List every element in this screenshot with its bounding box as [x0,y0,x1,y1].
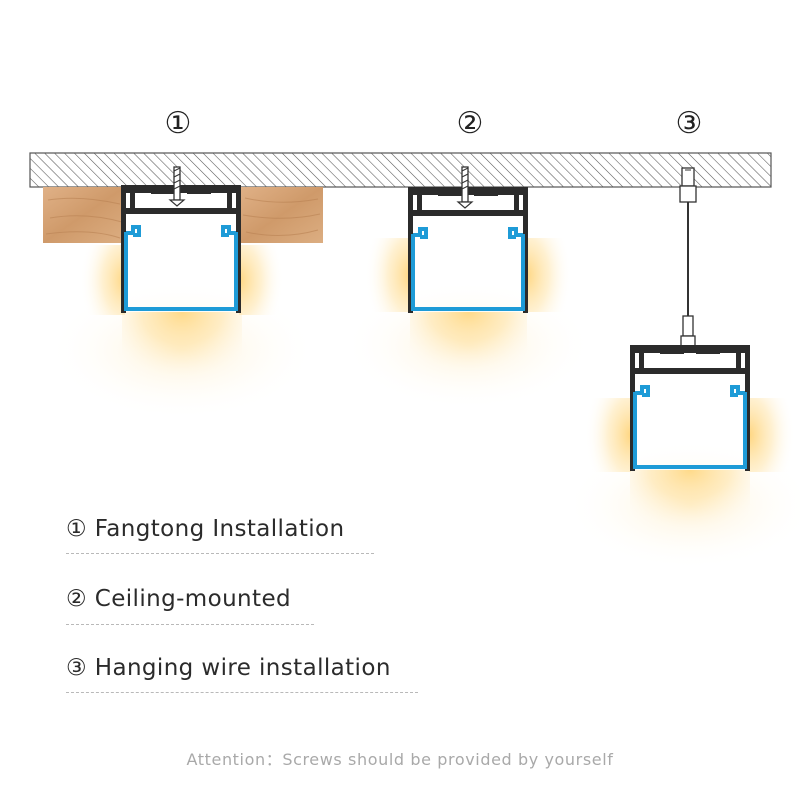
legend-divider-2 [66,624,314,625]
legend-item-3: ③ Hanging wire installation [66,655,391,681]
method-3-number: ③ [676,106,703,141]
fixture-3-profile [630,345,750,471]
attention-note: Attention：Screws should be provided by y… [186,750,614,769]
method-2-number: ② [457,106,484,141]
ceiling-slab [29,152,772,188]
legend-item-3-label: Hanging wire installation [94,655,391,681]
wood-panels [43,187,323,243]
legend-divider-1 [66,553,374,554]
light-glow-3 [565,398,800,570]
hanging-wire [679,167,697,351]
legend-item-1-label: Fangtong Installation [94,516,345,542]
legend-item-2: ② Ceiling-mounted [66,586,291,612]
legend-item-3-number: ③ [66,655,88,681]
fixture-1-profile [121,185,241,313]
legend-item-2-label: Ceiling-mounted [94,586,292,612]
screw-1 [168,166,186,207]
screw-2 [456,166,474,209]
legend-item-1: ① Fangtong Installation [66,516,345,542]
legend-item-1-number: ① [66,516,88,542]
legend-divider-3 [66,692,418,693]
legend-item-2-number: ② [66,586,88,612]
light-glow-1 [47,245,317,420]
method-1-number: ① [165,106,192,141]
light-glow-2 [343,238,593,410]
